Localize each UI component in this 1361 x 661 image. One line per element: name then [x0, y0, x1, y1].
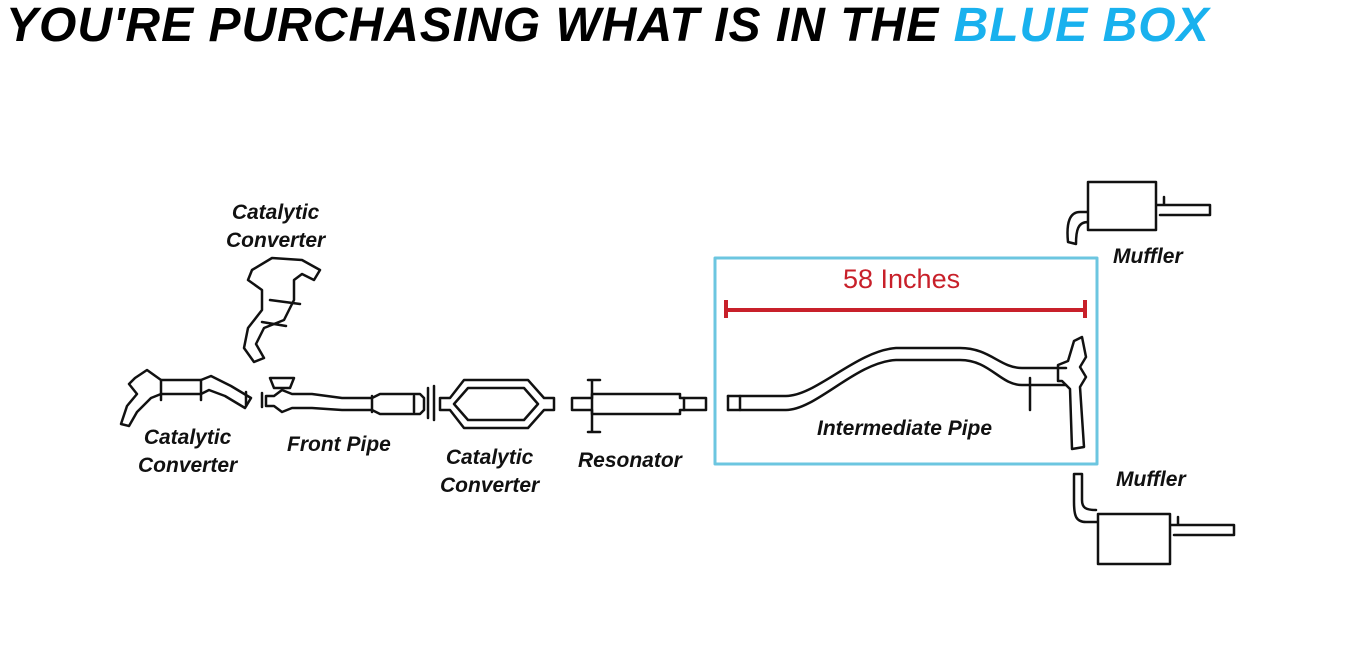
title-prefix: YOU'RE PURCHASING WHAT IS IN THE	[6, 0, 940, 52]
blue-box-highlight	[713, 256, 1099, 466]
label-catalytic-converter-left: Catalytic Converter	[138, 426, 238, 477]
muffler-bottom-drawing	[1072, 472, 1236, 566]
label-catalytic-converter-top: Catalytic Converter	[226, 201, 326, 252]
label-muffler-top: Muffler	[1113, 245, 1183, 268]
label-resonator: Resonator	[578, 449, 682, 472]
label-catalytic-converter-mid: Catalytic Converter	[440, 446, 540, 497]
label-muffler-bottom: Muffler	[1116, 468, 1186, 491]
catalytic-converter-left-drawing	[119, 368, 253, 428]
resonator-drawing	[570, 378, 708, 434]
measurement-line	[724, 300, 1087, 318]
label-intermediate-pipe: Intermediate Pipe	[817, 417, 993, 440]
intermediate-pipe-drawing	[726, 335, 1088, 451]
catalytic-converter-top-drawing	[242, 256, 322, 364]
front-pipe-drawing	[260, 376, 436, 422]
catalytic-converter-mid-drawing	[438, 378, 556, 430]
label-front-pipe: Front Pipe	[287, 433, 391, 456]
measurement-label: 58 Inches	[843, 264, 961, 294]
page-title: YOU'RE PURCHASING WHAT IS IN THE BLUE BO…	[6, 0, 1210, 53]
muffler-top-drawing	[1066, 180, 1212, 246]
title-highlight: BLUE BOX	[953, 0, 1210, 52]
